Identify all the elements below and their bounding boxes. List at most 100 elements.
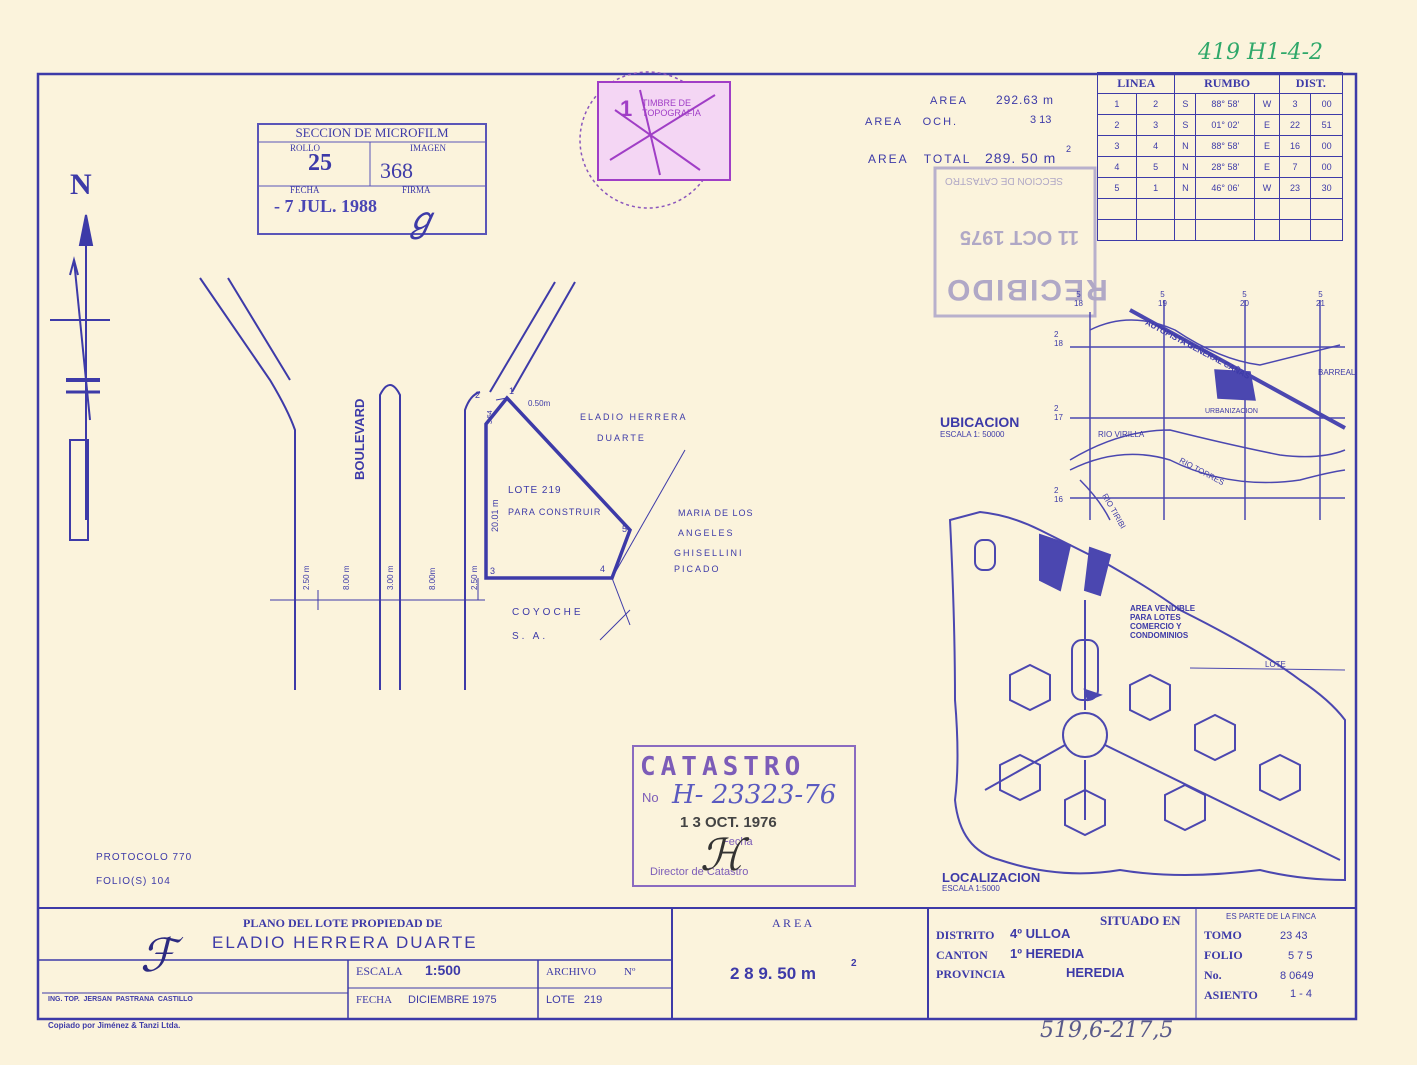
firma-label: FIRMA (402, 185, 431, 195)
provincia-value: HEREDIA (1066, 965, 1125, 980)
south-owner-1: COYOCHE (512, 607, 584, 618)
dim-bottom-2: 8.00 m (342, 565, 351, 590)
col-rumbo: RUMBO (1174, 72, 1280, 94)
dim-bottom-4: 8.00m (428, 567, 437, 590)
signature-icon: ℊ (404, 200, 438, 240)
received-date: 11 OCT 1975 (960, 226, 1079, 248)
rollo-label: ROLLO (290, 143, 320, 153)
stamp-line2: TOPOGRAFIA (642, 108, 701, 118)
localizacion-scale: ESCALA 1:5000 (942, 884, 1000, 893)
rollo-value: 25 (308, 150, 332, 176)
ubicacion-scale: ESCALA 1: 50000 (940, 430, 1005, 439)
fecha-tb-label: FECHA (356, 994, 393, 1006)
distrito-label: DISTRITO (936, 928, 995, 942)
vertex-1: 1 (509, 386, 515, 396)
area-tb-value: 2 8 9. 50 m (730, 964, 817, 983)
grid-top-4: 5 21 (1316, 290, 1325, 308)
area-label: AREA (930, 95, 968, 107)
north-arrow-icon (50, 214, 110, 541)
engineer-name: ING. TOP. JERSAN PASTRANA CASTILLO (48, 996, 193, 1003)
east-owner-1: MARIA DE LOS (678, 508, 754, 518)
bottom-note: 519,6-217,5 (1040, 1018, 1174, 1043)
fecha-label: FECHA (290, 185, 320, 195)
area-note-3: COMERCIO Y (1130, 622, 1182, 631)
folio-value: 5 7 5 (1288, 950, 1313, 962)
escala-value: 1:500 (425, 962, 461, 978)
area-note-4: CONDOMINIOS (1130, 631, 1189, 640)
fecha-tb-value: DICIEMBRE 1975 (408, 994, 497, 1006)
total-area-value: 289. 50 m (985, 150, 1057, 166)
dim-bottom-1: 2.50 m (302, 565, 311, 590)
lot-219-polygon (477, 395, 686, 641)
urbanizacion-label: URBANIZACION (1205, 408, 1258, 415)
escala-label: ESCALA (356, 964, 403, 978)
topografia-stamp (597, 81, 731, 181)
grid-top-2: 5 19 (1158, 290, 1167, 308)
dim-side: 20.01 m (490, 499, 500, 532)
south-owner-2: S. A. (512, 631, 549, 642)
catastro-no-label: No (642, 790, 659, 805)
stamp-line1: TIMBRE DE (642, 98, 692, 108)
dim-bottom-3: 3.00 m (386, 565, 395, 590)
provincia-label: PROVINCIA (936, 967, 1006, 981)
catastro-signature-icon: ℋ (700, 830, 744, 881)
rio-virilla-label: RIO VIRILLA (1098, 430, 1145, 439)
owner-north-1: ELADIO HERRERA (580, 412, 688, 422)
ubicacion-map (1069, 300, 1346, 521)
imagen-value: 368 (380, 158, 413, 183)
vertex-2: 2 (475, 390, 481, 400)
corner-note: 419 H1-4-2 (1198, 40, 1324, 65)
received-top: SECCION DE CATASTRO (945, 175, 1063, 186)
fecha-value: - 7 JUL. 1988 (274, 196, 377, 216)
area-note-1: AREA VENDIBLE (1130, 604, 1196, 613)
localizacion-map (948, 510, 1346, 882)
east-owner-3: GHISELLINI (674, 548, 744, 558)
col-dist: DIST. (1278, 72, 1344, 94)
lot-label-1: LOTE 219 (508, 485, 562, 496)
barreal-label: BARREAL (1318, 368, 1356, 377)
protocolo-line2: FOLIO(S) 104 (96, 876, 171, 887)
tomo-label: TOMO (1204, 928, 1242, 942)
vertex-4: 4 (600, 564, 606, 574)
col-linea: LINEA (1096, 72, 1176, 94)
area-tb-exponent: 2 (851, 958, 857, 969)
east-owner-2: ANGELES (678, 528, 735, 538)
catastro-title: CATASTRO (640, 752, 806, 782)
received-stamp (933, 166, 1097, 318)
dim-diag: 3.54 (487, 410, 494, 424)
es-parte-label: ES PARTE DE LA FINCA (1226, 912, 1316, 921)
catastro-stamp (632, 745, 856, 887)
received-text: RECIBIDO (945, 273, 1108, 306)
owner-name: ELADIO HERRERA DUARTE (212, 933, 478, 952)
road-lines (199, 277, 576, 690)
boulevard-label: BOULEVARD (352, 398, 367, 480)
distrito-value: 4º ULLOA (1010, 926, 1071, 941)
grid-top-1: 5 18 (1074, 290, 1083, 308)
tomo-value: 23 43 (1280, 930, 1308, 942)
canton-value: 1º HEREDIA (1010, 946, 1085, 961)
catastro-date: 1 3 OCT. 1976 (680, 814, 777, 831)
asiento-label: ASIENTO (1204, 988, 1258, 1002)
archivo-label: ARCHIVO (546, 966, 597, 978)
microfilm-title: SECCION DE MICROFILM (295, 125, 449, 140)
grid-left-2: 2 17 (1054, 404, 1063, 422)
no-finca-value: 8 0649 (1280, 970, 1314, 982)
north-label: N (70, 168, 92, 201)
stamp-value: 1 (620, 96, 633, 121)
imagen-label: IMAGEN (410, 143, 446, 153)
table-row (1097, 219, 1343, 241)
vertex-3: 3 (490, 566, 496, 576)
east-owner-4: PICADO (674, 564, 721, 574)
och-value: 3 13 (1030, 114, 1052, 126)
area-note: AREA VENDIBLE PARA LOTES COMERCIO Y COND… (1130, 604, 1195, 640)
catastro-director: Director de Catastro (650, 866, 749, 878)
ubicacion-title: UBICACION (940, 414, 1020, 430)
total-area-exponent: 2 (1066, 144, 1072, 154)
catastro-fecha-label: Fecha (722, 836, 753, 848)
vertex-5: 5 (622, 524, 628, 534)
table-row (1097, 198, 1343, 220)
